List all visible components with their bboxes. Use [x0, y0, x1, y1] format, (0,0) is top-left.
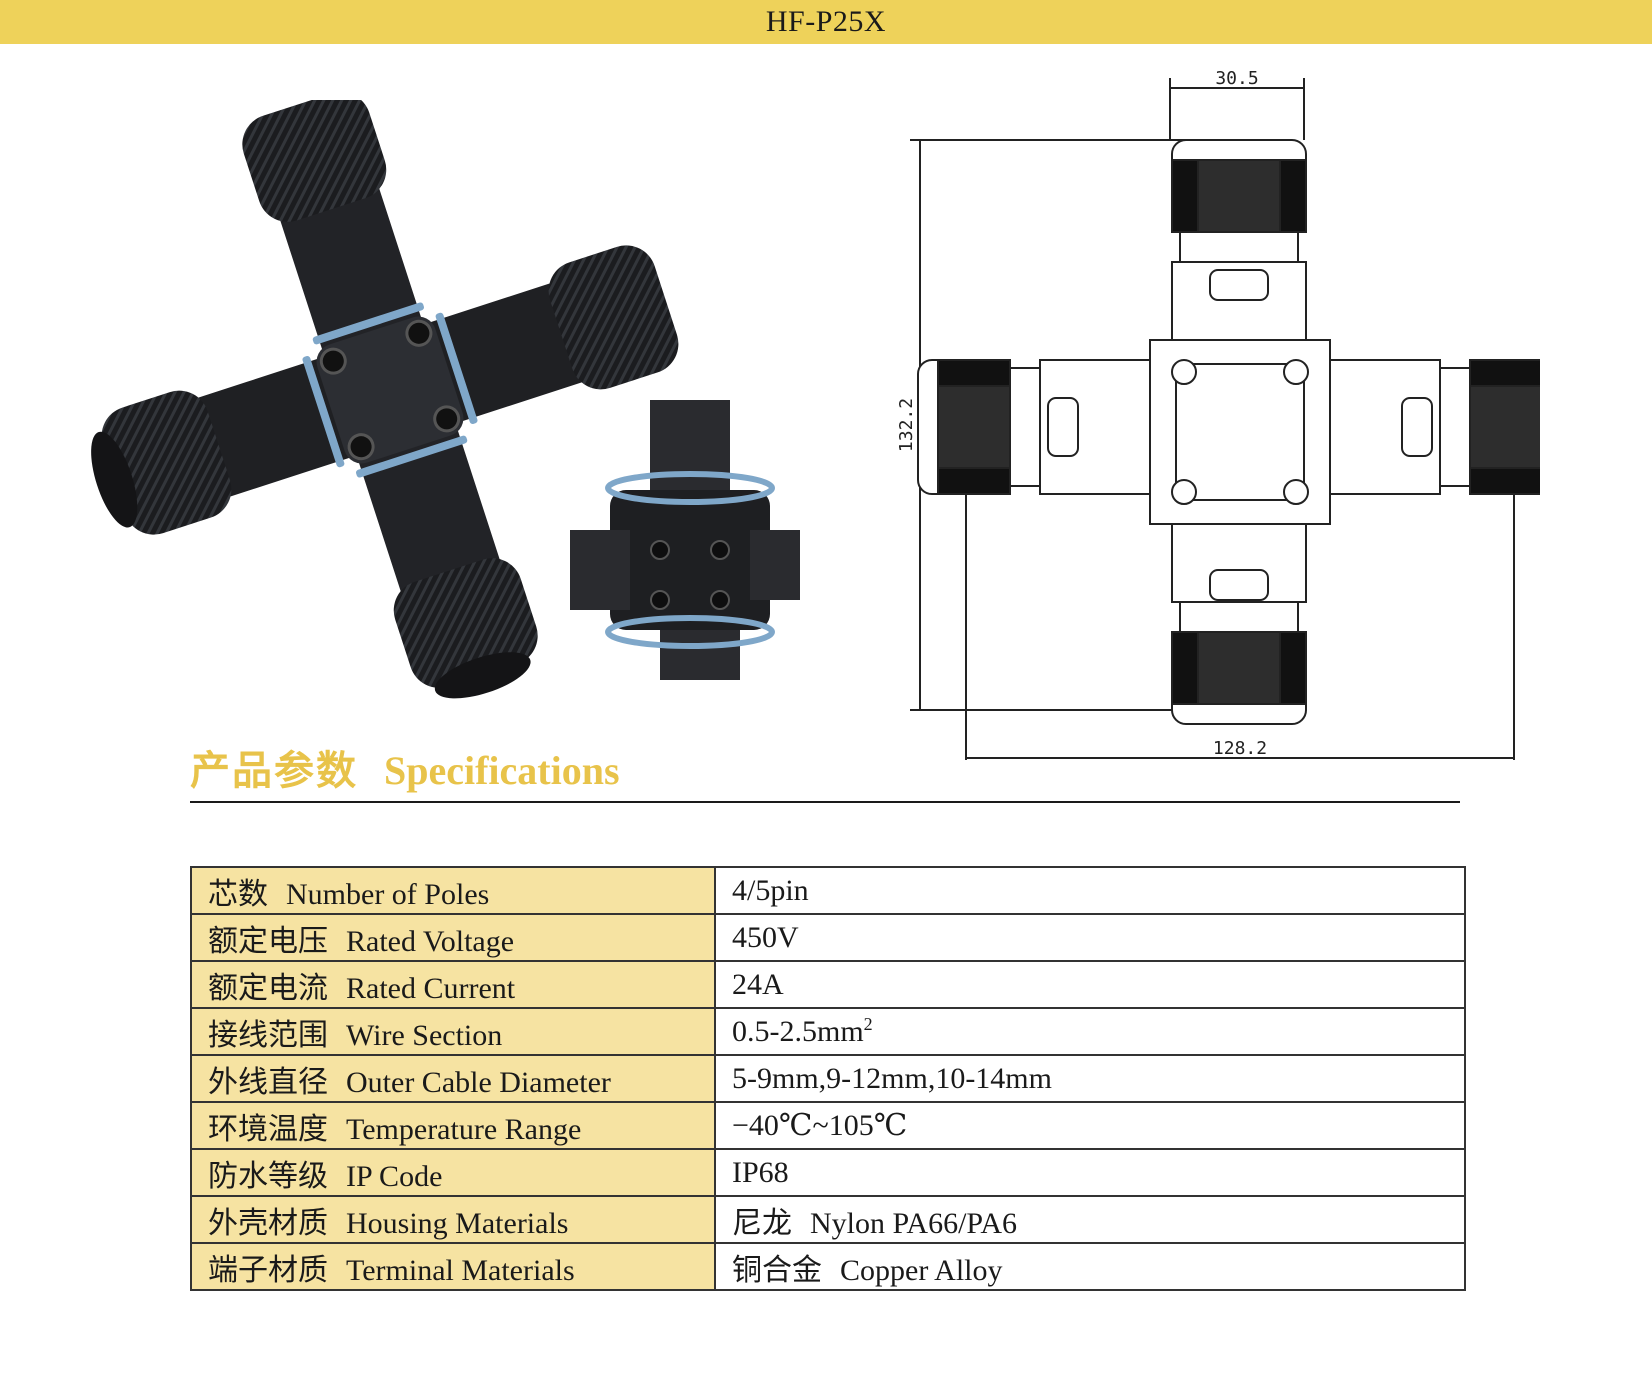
spec-value-text: 5-9mm,9-12mm,10-14mm — [732, 1061, 1052, 1095]
spec-value-superscript: 2 — [863, 1014, 873, 1034]
table-row: 额定电流 Rated Current 24A — [190, 960, 1466, 1009]
spec-label-en: Number of Poles — [286, 877, 490, 911]
spec-value-text: 0.5-2.5mm — [732, 1015, 864, 1048]
spec-label-en: IP Code — [346, 1159, 443, 1193]
spec-label: 环境温度 Temperature Range — [190, 1101, 716, 1150]
spec-value-cn: 尼龙 — [732, 1205, 792, 1241]
spec-label-cn: 外线直径 — [208, 1064, 328, 1100]
table-row: 外线直径 Outer Cable Diameter 5-9mm,9-12mm,10-… — [190, 1054, 1466, 1103]
spec-label-en: Rated Voltage — [346, 924, 515, 958]
spec-label: 额定电流 Rated Current — [190, 960, 716, 1009]
table-row: 环境温度 Temperature Range −40℃~105℃ — [190, 1101, 1466, 1150]
spec-value: 5-9mm,9-12mm,10-14mm — [714, 1054, 1466, 1103]
table-row: 接线范围 Wire Section 0.5-2.5mm2 — [190, 1007, 1466, 1056]
spec-value: 铜合金 Copper Alloy — [714, 1242, 1466, 1291]
spec-label: 外线直径 Outer Cable Diameter — [190, 1054, 716, 1103]
dim-top-label: 30.5 — [1215, 68, 1258, 89]
spec-label-en: Outer Cable Diameter — [346, 1065, 611, 1099]
product-title-bar: HF-P25X — [0, 0, 1652, 44]
spec-value: 24A — [714, 960, 1466, 1009]
spec-value-text: Copper Alloy — [840, 1253, 1003, 1287]
spec-label: 端子材质 Terminal Materials — [190, 1242, 716, 1291]
spec-value: 0.5-2.5mm2 — [714, 1007, 1466, 1056]
spec-label-cn: 端子材质 — [208, 1252, 328, 1288]
spec-value: IP68 — [714, 1148, 1466, 1197]
section-heading-cn: 产品参数 — [190, 748, 358, 794]
spec-label-en: Rated Current — [346, 971, 516, 1005]
dimension-drawing: 30.5 128.2 132.2 — [896, 68, 1540, 760]
spec-label: 防水等级 IP Code — [190, 1148, 716, 1197]
spec-label-cn: 防水等级 — [208, 1158, 328, 1194]
table-row: 端子材质 Terminal Materials 铜合金 Copper Alloy — [190, 1242, 1466, 1291]
spec-value-text: 24A — [732, 967, 784, 1001]
spec-value: 4/5pin — [714, 866, 1466, 915]
dim-bottom-label: 128.2 — [1213, 738, 1267, 759]
spec-label-cn: 芯数 — [208, 876, 268, 912]
table-row: 额定电压 Rated Voltage 450V — [190, 913, 1466, 962]
spec-value-text: 450V — [732, 920, 799, 954]
table-row: 防水等级 IP Code IP68 — [190, 1148, 1466, 1197]
table-row: 外壳材质 Housing Materials 尼龙 Nylon PA66/PA6 — [190, 1195, 1466, 1244]
spec-value-text: Nylon PA66/PA6 — [810, 1206, 1018, 1240]
spec-label: 接线范围 Wire Section — [190, 1007, 716, 1056]
spec-value: −40℃~105℃ — [714, 1101, 1466, 1150]
spec-value-text: 4/5pin — [732, 873, 809, 907]
spec-label-cn: 外壳材质 — [208, 1205, 328, 1241]
spec-label: 额定电压 Rated Voltage — [190, 913, 716, 962]
spec-value-cn: 铜合金 — [732, 1252, 822, 1288]
spec-label-cn: 额定电压 — [208, 923, 328, 959]
spec-label: 芯数 Number of Poles — [190, 866, 716, 915]
spec-value-text: IP68 — [732, 1155, 789, 1189]
specifications-table: 芯数 Number of Poles 4/5pin 额定电压 Rated Voltage… — [190, 866, 1466, 1291]
section-divider — [190, 801, 1460, 803]
product-model: HF-P25X — [765, 5, 887, 38]
dim-left-label: 132.2 — [896, 398, 917, 452]
spec-value-text: −40℃~105℃ — [732, 1109, 908, 1142]
section-heading: 产品参数 Specifications — [190, 738, 620, 798]
product-photo — [91, 100, 800, 699]
spec-label-cn: 接线范围 — [208, 1017, 328, 1053]
spec-label-en: Housing Materials — [346, 1206, 569, 1240]
spec-label: 外壳材质 Housing Materials — [190, 1195, 716, 1244]
spec-label-en: Wire Section — [346, 1018, 503, 1052]
section-heading-en: Specifications — [384, 748, 620, 793]
spec-value: 450V — [714, 913, 1466, 962]
spec-label-en: Terminal Materials — [346, 1253, 575, 1287]
spec-value: 尼龙 Nylon PA66/PA6 — [714, 1195, 1466, 1244]
spec-label-cn: 环境温度 — [208, 1111, 328, 1147]
spec-label-cn: 额定电流 — [208, 970, 328, 1006]
table-row: 芯数 Number of Poles 4/5pin — [190, 866, 1466, 915]
spec-label-en: Temperature Range — [346, 1112, 582, 1146]
